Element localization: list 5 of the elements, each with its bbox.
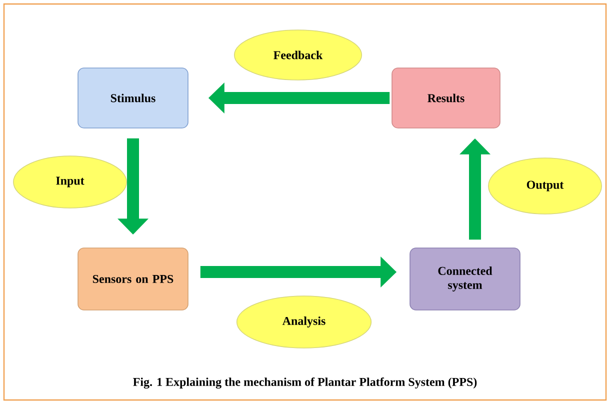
caption: Fig. 1 Explaining the mechanism of Plantar Platform System (PPS)	[133, 377, 477, 389]
process-box: Stimulus	[78, 68, 188, 128]
process-box: Connected system	[410, 248, 520, 310]
process-box: Sensors on PPS	[78, 248, 188, 310]
process-box: Results	[392, 68, 500, 128]
